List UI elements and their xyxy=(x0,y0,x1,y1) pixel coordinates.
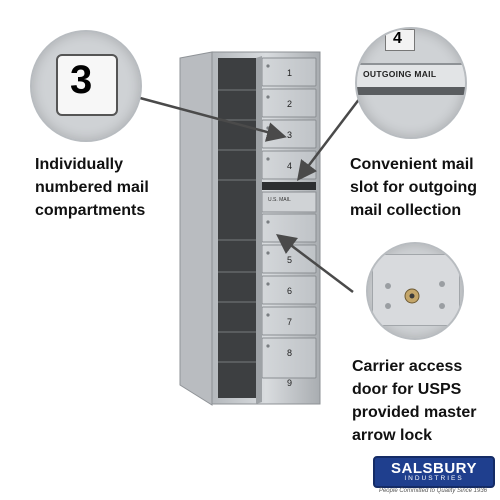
slot-number-tab xyxy=(385,29,415,51)
door-number-2: 2 xyxy=(287,99,293,109)
door-number-7: 7 xyxy=(287,317,293,327)
carrier-door-label: U.S. MAIL xyxy=(268,197,291,203)
callout-compartments-line-3: compartments xyxy=(35,202,146,219)
number-plate xyxy=(56,54,118,116)
callout-mail-slot-line-3: mail collection xyxy=(350,202,462,219)
slot-opening xyxy=(357,87,465,95)
callout-carrier-door-line-1: Carrier access xyxy=(352,358,463,375)
callout-compartments: Individually numbered mail compartments xyxy=(35,153,149,222)
mailbox-unit xyxy=(179,51,321,406)
arrow-mail-slot xyxy=(296,97,361,181)
side-panel xyxy=(179,51,213,406)
zoom-number: 3 xyxy=(70,58,93,102)
callout-carrier-door-line-2: door for USPS xyxy=(352,381,462,398)
logo-name: SALSBURY xyxy=(391,460,477,477)
callout-carrier-door: Carrier access door for USPS provided ma… xyxy=(352,355,476,447)
callout-compartments-line-2: numbered mail xyxy=(35,179,149,196)
open-interior xyxy=(218,58,256,398)
zoom-circle-slot: 4 OUTGOING MAIL xyxy=(355,27,467,139)
callout-mail-slot: Convenient mail slot for outgoing mail c… xyxy=(350,153,477,222)
callout-compartments-line-1: Individually xyxy=(35,156,124,173)
door-number-8: 8 xyxy=(287,348,293,358)
logo-sub: INDUSTRIES xyxy=(404,475,464,482)
door-number-6: 6 xyxy=(287,286,293,296)
callout-carrier-door-line-3: provided master xyxy=(352,404,477,421)
callout-mail-slot-line-2: slot for outgoing xyxy=(350,179,478,196)
door-number-5: 5 xyxy=(287,255,293,265)
mail-slot xyxy=(262,182,316,190)
zoom-circle-number: 3 xyxy=(30,30,142,142)
arrow-compartments xyxy=(139,96,287,142)
salsbury-logo: SALSBURY INDUSTRIES xyxy=(373,456,495,488)
door-number-4: 4 xyxy=(287,161,293,171)
callout-mail-slot-line-1: Convenient mail xyxy=(350,156,474,173)
lock-icon xyxy=(385,281,445,309)
door-number-3: 3 xyxy=(287,130,293,140)
zoom-slot-number: 4 xyxy=(393,30,402,47)
zoom-circle-lock xyxy=(366,242,464,340)
logo-tagline: People Committed to Quality Since 1936 xyxy=(378,488,488,494)
zoom-slot-label: OUTGOING MAIL xyxy=(363,69,437,79)
callout-carrier-door-line-4: arrow lock xyxy=(352,427,433,444)
arrow-carrier-door xyxy=(276,233,354,293)
door-number-9: 9 xyxy=(287,378,293,388)
door-number-1: 1 xyxy=(287,68,293,78)
